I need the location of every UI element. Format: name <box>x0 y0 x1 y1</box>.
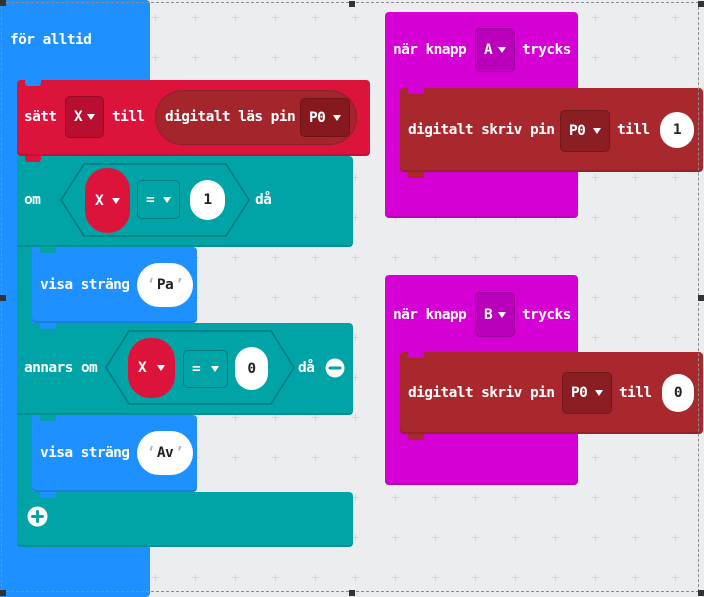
compare-value: 1 <box>203 192 212 208</box>
compare-value-input[interactable]: 0 <box>235 347 268 390</box>
pressed-label: trycks <box>522 42 571 58</box>
show-string-block[interactable]: visa sträng Av <box>32 415 197 498</box>
when-button-label: när knapp <box>393 307 467 323</box>
condition-variable-dropdown[interactable]: X <box>128 338 175 398</box>
write-value-input[interactable]: 0 <box>662 374 694 412</box>
resize-handle-bottom-left[interactable] <box>0 590 6 596</box>
if-bottom[interactable] <box>17 492 353 547</box>
button-dropdown[interactable]: B <box>475 292 515 337</box>
resize-handle-right[interactable] <box>698 295 704 301</box>
condition-compare-block[interactable]: X = 0 <box>105 330 295 405</box>
operator-dropdown[interactable]: = <box>183 350 228 388</box>
if-row[interactable]: om X = 1 då <box>17 156 353 253</box>
digital-write-pin-block[interactable]: digitalt skriv pin P0 till 1 <box>400 88 703 178</box>
resize-handle-top-right[interactable] <box>698 1 704 7</box>
connector-tab <box>408 352 424 358</box>
resize-handle-bottom-right[interactable] <box>698 590 704 596</box>
resize-handle-top-left[interactable] <box>0 0 6 6</box>
pin-name: P0 <box>571 385 588 401</box>
to-label: till <box>112 109 145 125</box>
resize-handle-bottom[interactable] <box>349 590 355 596</box>
if-label: om <box>24 192 41 208</box>
connector-tab <box>408 434 424 440</box>
show-string-label: visa sträng <box>40 277 130 293</box>
if-else-block[interactable]: om X = 1 då <box>17 156 353 547</box>
dropdown-arrow-icon <box>333 114 341 121</box>
condition-variable-dropdown[interactable]: X <box>85 168 130 233</box>
connector-tab <box>40 323 56 329</box>
then-label: då <box>255 192 272 208</box>
operator-dropdown[interactable]: = <box>137 180 180 219</box>
operator-value: = <box>146 191 155 208</box>
digital-read-pin-block[interactable]: digitalt läs pin P0 <box>155 90 357 145</box>
pin-name: P0 <box>309 109 326 126</box>
operator-value: = <box>192 361 201 377</box>
show-string-block[interactable]: visa sträng Pa <box>32 247 197 329</box>
pressed-label: trycks <box>522 307 571 323</box>
connector-tab <box>40 415 56 421</box>
button-dropdown[interactable]: A <box>475 28 515 72</box>
connector-tab <box>25 156 41 162</box>
dropdown-arrow-icon <box>595 390 603 396</box>
dropdown-arrow-icon <box>498 311 506 318</box>
write-value: 1 <box>672 122 682 138</box>
resize-handle-left[interactable] <box>0 295 6 301</box>
if-spine <box>17 247 32 323</box>
forever-block[interactable]: för alltid sätt X till digitalt läs pin … <box>0 0 370 597</box>
else-if-spine <box>17 415 32 492</box>
digital-write-pin-label: digitalt skriv pin <box>408 385 555 401</box>
dropdown-arrow-icon <box>593 128 601 134</box>
connector-tab <box>408 88 424 94</box>
connector-tab <box>25 80 41 86</box>
digital-write-pin-label: digitalt skriv pin <box>408 122 555 138</box>
on-button-a-block[interactable]: när knapp A trycks digitalt skriv pin P0… <box>385 12 703 218</box>
compare-value-input[interactable]: 1 <box>190 180 225 220</box>
button-name: B <box>484 306 493 323</box>
digital-read-pin-label: digitalt läs pin <box>165 109 296 125</box>
write-value-input[interactable]: 1 <box>660 112 694 148</box>
else-if-row[interactable]: annars om X = 0 <box>17 323 353 421</box>
when-button-label: när knapp <box>393 42 467 58</box>
minus-circle-icon[interactable] <box>325 358 345 378</box>
set-label: sätt <box>24 109 57 125</box>
plus-circle-icon[interactable] <box>27 506 48 527</box>
resize-handle-top[interactable] <box>349 1 355 7</box>
dropdown-arrow-icon <box>163 196 171 203</box>
string-input[interactable]: Pa <box>137 263 193 307</box>
condition-variable-name: X <box>138 360 147 376</box>
write-value: 0 <box>673 385 683 401</box>
condition-compare-block[interactable]: X = 1 <box>60 163 250 237</box>
button-name: A <box>484 42 493 58</box>
dropdown-arrow-icon <box>87 114 95 120</box>
string-input[interactable]: Av <box>137 431 193 475</box>
dropdown-arrow-icon <box>112 197 120 204</box>
show-string-label: visa sträng <box>40 445 130 461</box>
dropdown-arrow-icon <box>498 47 506 53</box>
pin-dropdown[interactable]: P0 <box>300 98 350 137</box>
pin-dropdown[interactable]: P0 <box>562 372 612 414</box>
dropdown-arrow-icon <box>157 365 165 371</box>
condition-variable-name: X <box>95 192 104 209</box>
variable-name: X <box>74 109 83 125</box>
variable-dropdown[interactable]: X <box>65 96 104 138</box>
to-label: till <box>617 122 650 138</box>
to-label: till <box>619 385 652 401</box>
connector-tab <box>40 492 56 498</box>
set-variable-block[interactable]: sätt X till digitalt läs pin P0 <box>17 80 370 162</box>
compare-value: 0 <box>247 360 256 377</box>
connector-tab <box>40 247 56 253</box>
string-value: Av <box>147 443 184 463</box>
dropdown-arrow-icon <box>211 366 219 372</box>
string-value: Pa <box>147 275 184 295</box>
forever-label: för alltid <box>10 32 92 48</box>
then-label: då <box>298 360 315 376</box>
connector-tab <box>408 172 424 178</box>
pin-name: P0 <box>569 123 586 139</box>
digital-write-pin-block[interactable]: digitalt skriv pin P0 till 0 <box>400 352 703 440</box>
on-button-b-block[interactable]: när knapp B trycks digitalt skriv pin P0… <box>385 275 703 485</box>
else-if-label: annars om <box>24 360 98 376</box>
pin-dropdown[interactable]: P0 <box>560 110 610 152</box>
